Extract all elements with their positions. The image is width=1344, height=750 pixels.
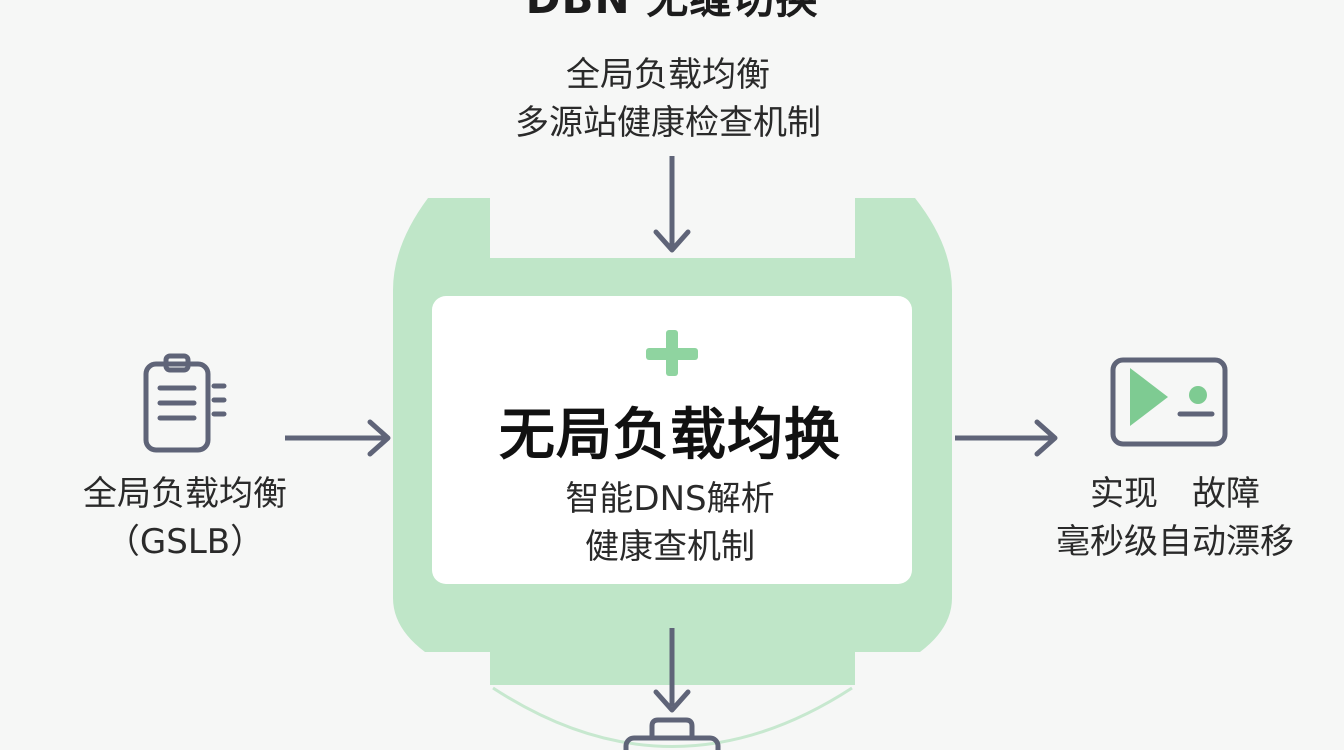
left-arrow	[285, 419, 391, 457]
right-block-line-2: 毫秒级自动漂移	[1056, 522, 1294, 562]
briefcase-icon	[623, 717, 721, 750]
center-card	[432, 296, 912, 584]
bottom-arrow	[653, 628, 691, 713]
center-title: 无局负载均换	[499, 403, 841, 468]
center-line-1: 智能DNS解析	[565, 479, 775, 519]
diagram-title: DBN 无缝切换	[472, 0, 872, 20]
left-block-line-2: （GSLB）	[105, 522, 265, 562]
top-arrow	[653, 156, 691, 253]
right-arrow	[955, 419, 1058, 457]
plus-icon	[646, 330, 698, 376]
monitor-play-icon	[1110, 357, 1228, 447]
top-block-line-2: 多源站健康检查机制	[515, 103, 821, 143]
center-line-2: 健康查机制	[585, 527, 755, 567]
right-block-line-1: 实现 故障	[1090, 474, 1260, 514]
top-block-line-1: 全局负载均衡	[566, 55, 770, 95]
clipboard-icon	[143, 353, 227, 453]
left-block-line-1: 全局负载均衡	[83, 474, 287, 514]
bottom-arc	[492, 686, 853, 748]
